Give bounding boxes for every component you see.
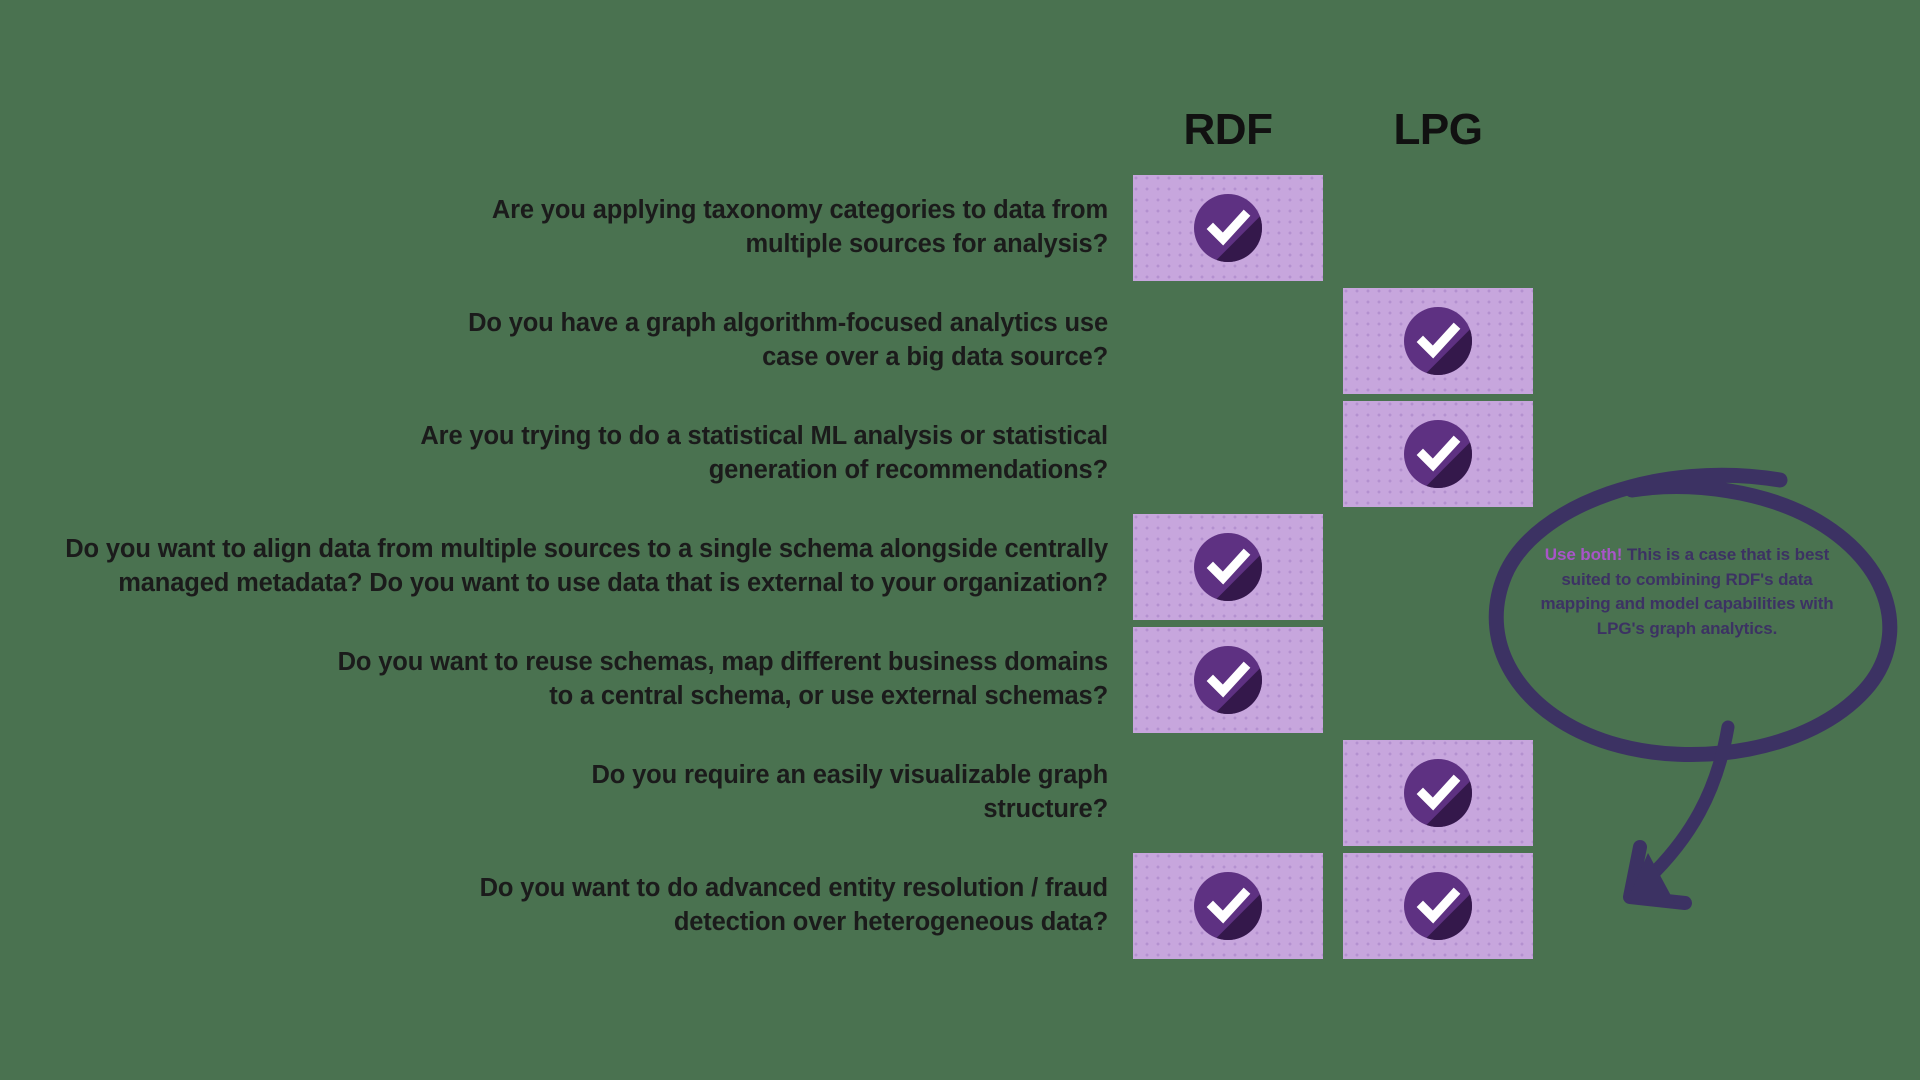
question-line: Do you require an easily visualizable gr…	[591, 761, 1109, 790]
question-text: Do you require an easily visualizable gr…	[0, 740, 1118, 846]
cell-lpg-checked	[1343, 740, 1533, 846]
cell-rdf-checked	[1133, 853, 1323, 959]
cell-lpg-checked	[1343, 853, 1533, 959]
question-line: structure?	[983, 795, 1108, 823]
question-line: multiple sources for analysis?	[745, 230, 1108, 258]
question-line: Do you want to reuse schemas, map differ…	[337, 648, 1109, 677]
column-header-rdf: RDF	[1183, 105, 1273, 154]
check-circle-icon	[1404, 420, 1472, 488]
check-mark	[1194, 194, 1262, 262]
question-line: Are you applying taxonomy categories to …	[491, 196, 1108, 225]
question-text: Do you have a graph algorithm-focused an…	[0, 288, 1118, 394]
table-row: Do you require an easily visualizable gr…	[0, 740, 1920, 846]
question-line: Are you trying to do a statistical ML an…	[420, 422, 1108, 451]
question-line: to a central schema, or use external sch…	[549, 682, 1108, 710]
check-mark	[1404, 759, 1472, 827]
question-line: detection over heterogeneous data?	[673, 908, 1108, 936]
check-mark	[1194, 646, 1262, 714]
table-row: Do you want to do advanced entity resolu…	[0, 853, 1920, 959]
cell-lpg-checked	[1343, 288, 1533, 394]
check-circle-icon	[1194, 646, 1262, 714]
check-circle-icon	[1194, 194, 1262, 262]
question-text: Are you applying taxonomy categories to …	[0, 175, 1118, 281]
cell-rdf-checked	[1133, 514, 1323, 620]
check-mark	[1404, 307, 1472, 375]
question-line: Do you have a graph algorithm-focused an…	[468, 309, 1108, 338]
check-circle-icon	[1404, 872, 1472, 940]
question-line: managed metadata? Do you want to use dat…	[118, 569, 1108, 597]
check-mark	[1404, 872, 1472, 940]
check-circle-icon	[1404, 759, 1472, 827]
column-header-lpg: LPG	[1393, 105, 1483, 154]
question-text: Do you want to do advanced entity resolu…	[0, 853, 1118, 959]
check-circle-icon	[1194, 533, 1262, 601]
question-text: Are you trying to do a statistical ML an…	[0, 401, 1118, 507]
question-text: Do you want to reuse schemas, map differ…	[0, 627, 1118, 733]
check-mark	[1194, 872, 1262, 940]
question-line: case over a big data source?	[762, 343, 1108, 371]
table-row: Do you want to align data from multiple …	[0, 514, 1920, 620]
table-row: Do you want to reuse schemas, map differ…	[0, 627, 1920, 733]
cell-rdf-checked	[1133, 627, 1323, 733]
table-row: Are you applying taxonomy categories to …	[0, 175, 1920, 281]
table-row: Do you have a graph algorithm-focused an…	[0, 288, 1920, 394]
check-circle-icon	[1194, 872, 1262, 940]
question-text: Do you want to align data from multiple …	[0, 514, 1118, 620]
table-row: Are you trying to do a statistical ML an…	[0, 401, 1920, 507]
check-circle-icon	[1404, 307, 1472, 375]
cell-lpg-checked	[1343, 401, 1533, 507]
question-line: generation of recommendations?	[708, 456, 1108, 484]
check-mark	[1194, 533, 1262, 601]
check-mark	[1404, 420, 1472, 488]
cell-rdf-checked	[1133, 175, 1323, 281]
question-line: Do you want to do advanced entity resolu…	[479, 874, 1108, 903]
question-line: Do you want to align data from multiple …	[65, 535, 1108, 564]
